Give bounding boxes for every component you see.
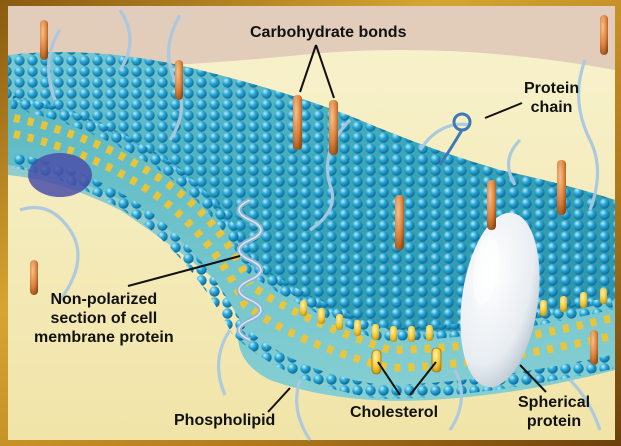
label-phospholipid: Phospholipid	[174, 411, 275, 430]
label-line: Protein	[524, 79, 579, 98]
label-line: section of cell	[34, 309, 174, 328]
label-line: Spherical	[518, 393, 590, 412]
label-cholesterol: Cholesterol	[350, 403, 438, 422]
label-protein-chain: Protein chain	[524, 79, 579, 117]
label-non-polarized-protein: Non-polarized section of cell membrane p…	[34, 290, 174, 347]
label-spherical-protein: Spherical protein	[518, 393, 590, 431]
label-carbohydrate-bonds: Carbohydrate bonds	[250, 23, 406, 42]
label-line: protein	[518, 412, 590, 431]
label-line: chain	[524, 98, 579, 117]
protein-blob	[28, 153, 92, 197]
label-line: membrane protein	[34, 328, 174, 347]
label-line: Non-polarized	[34, 290, 174, 309]
